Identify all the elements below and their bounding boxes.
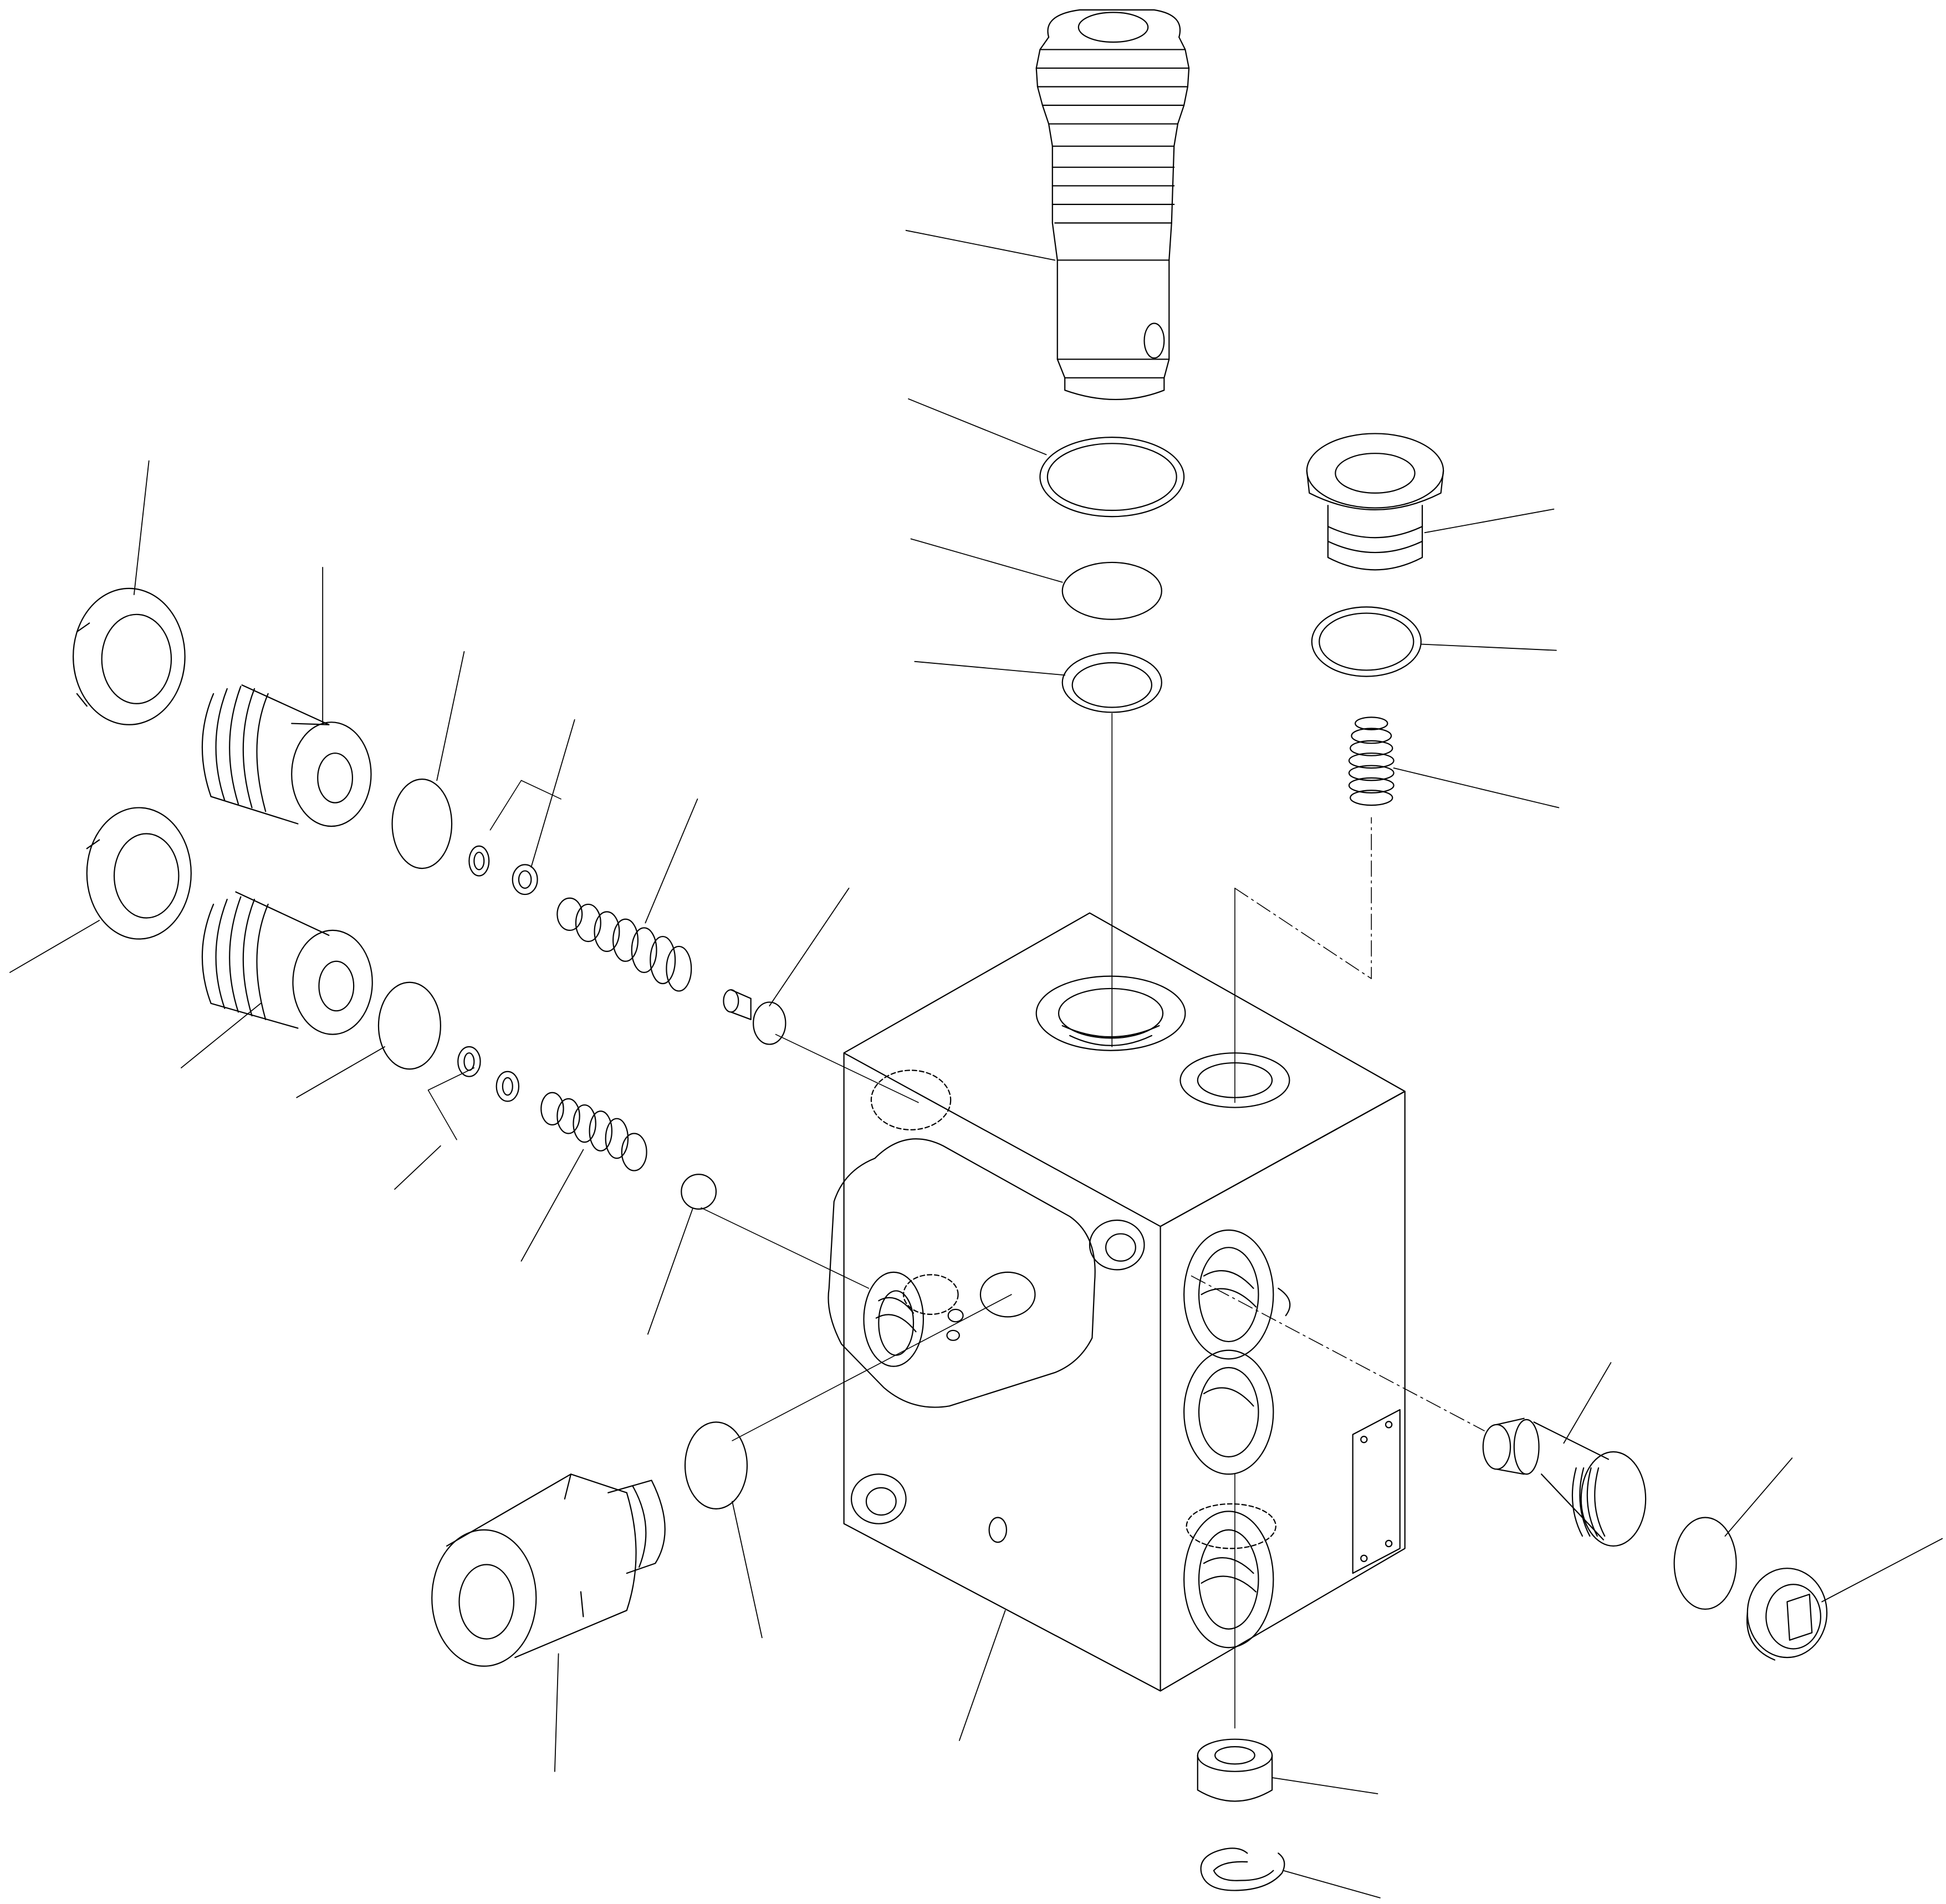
upper-small-ring-a (469, 846, 489, 876)
lower-seal-ring (379, 982, 441, 1069)
snap-ring (1201, 1848, 1285, 1890)
backup-ring (1063, 562, 1162, 620)
bottom-bushing (1198, 1739, 1272, 1801)
lower-small-ring-b-inner (503, 1078, 513, 1095)
plug-o-ring (1312, 607, 1421, 676)
top-right-plug (1307, 433, 1443, 570)
lower-adjusting-screw (202, 892, 372, 1035)
right-o-ring (1674, 1518, 1736, 1609)
upper-small-ring-a-inner (474, 852, 484, 869)
upper-poppet (723, 990, 785, 1044)
lower-spring (541, 1093, 646, 1171)
bottom-left-plug (432, 1474, 665, 1666)
upper-lock-nut (73, 588, 185, 725)
small-spring-top-right (1349, 717, 1394, 805)
leader-lines (10, 231, 1942, 1898)
upper-seal-ring (392, 779, 452, 868)
upper-spring (557, 898, 691, 991)
lower-small-ring-a (458, 1047, 480, 1077)
right-plug (1747, 1568, 1827, 1660)
lower-lock-nut (87, 808, 191, 939)
bottom-left-o-ring (685, 1422, 747, 1508)
small-o-ring-inner (1072, 663, 1152, 707)
small-o-ring (1063, 653, 1162, 712)
right-check-valve (1483, 1419, 1646, 1546)
center-lines (428, 714, 1485, 1728)
large-o-ring-inner (1048, 443, 1177, 510)
lower-small-ring-b (497, 1072, 519, 1102)
large-o-ring (1040, 437, 1184, 516)
upper-small-ring-b (513, 864, 538, 894)
check-ball (681, 1174, 716, 1209)
upper-adjusting-screw (202, 685, 371, 826)
cartridge-valve (1036, 10, 1189, 400)
upper-small-ring-b-inner (519, 871, 531, 888)
lower-small-ring-a-inner (464, 1053, 474, 1070)
valve-body (828, 913, 1404, 1691)
plug-o-ring-inner (1319, 613, 1413, 671)
